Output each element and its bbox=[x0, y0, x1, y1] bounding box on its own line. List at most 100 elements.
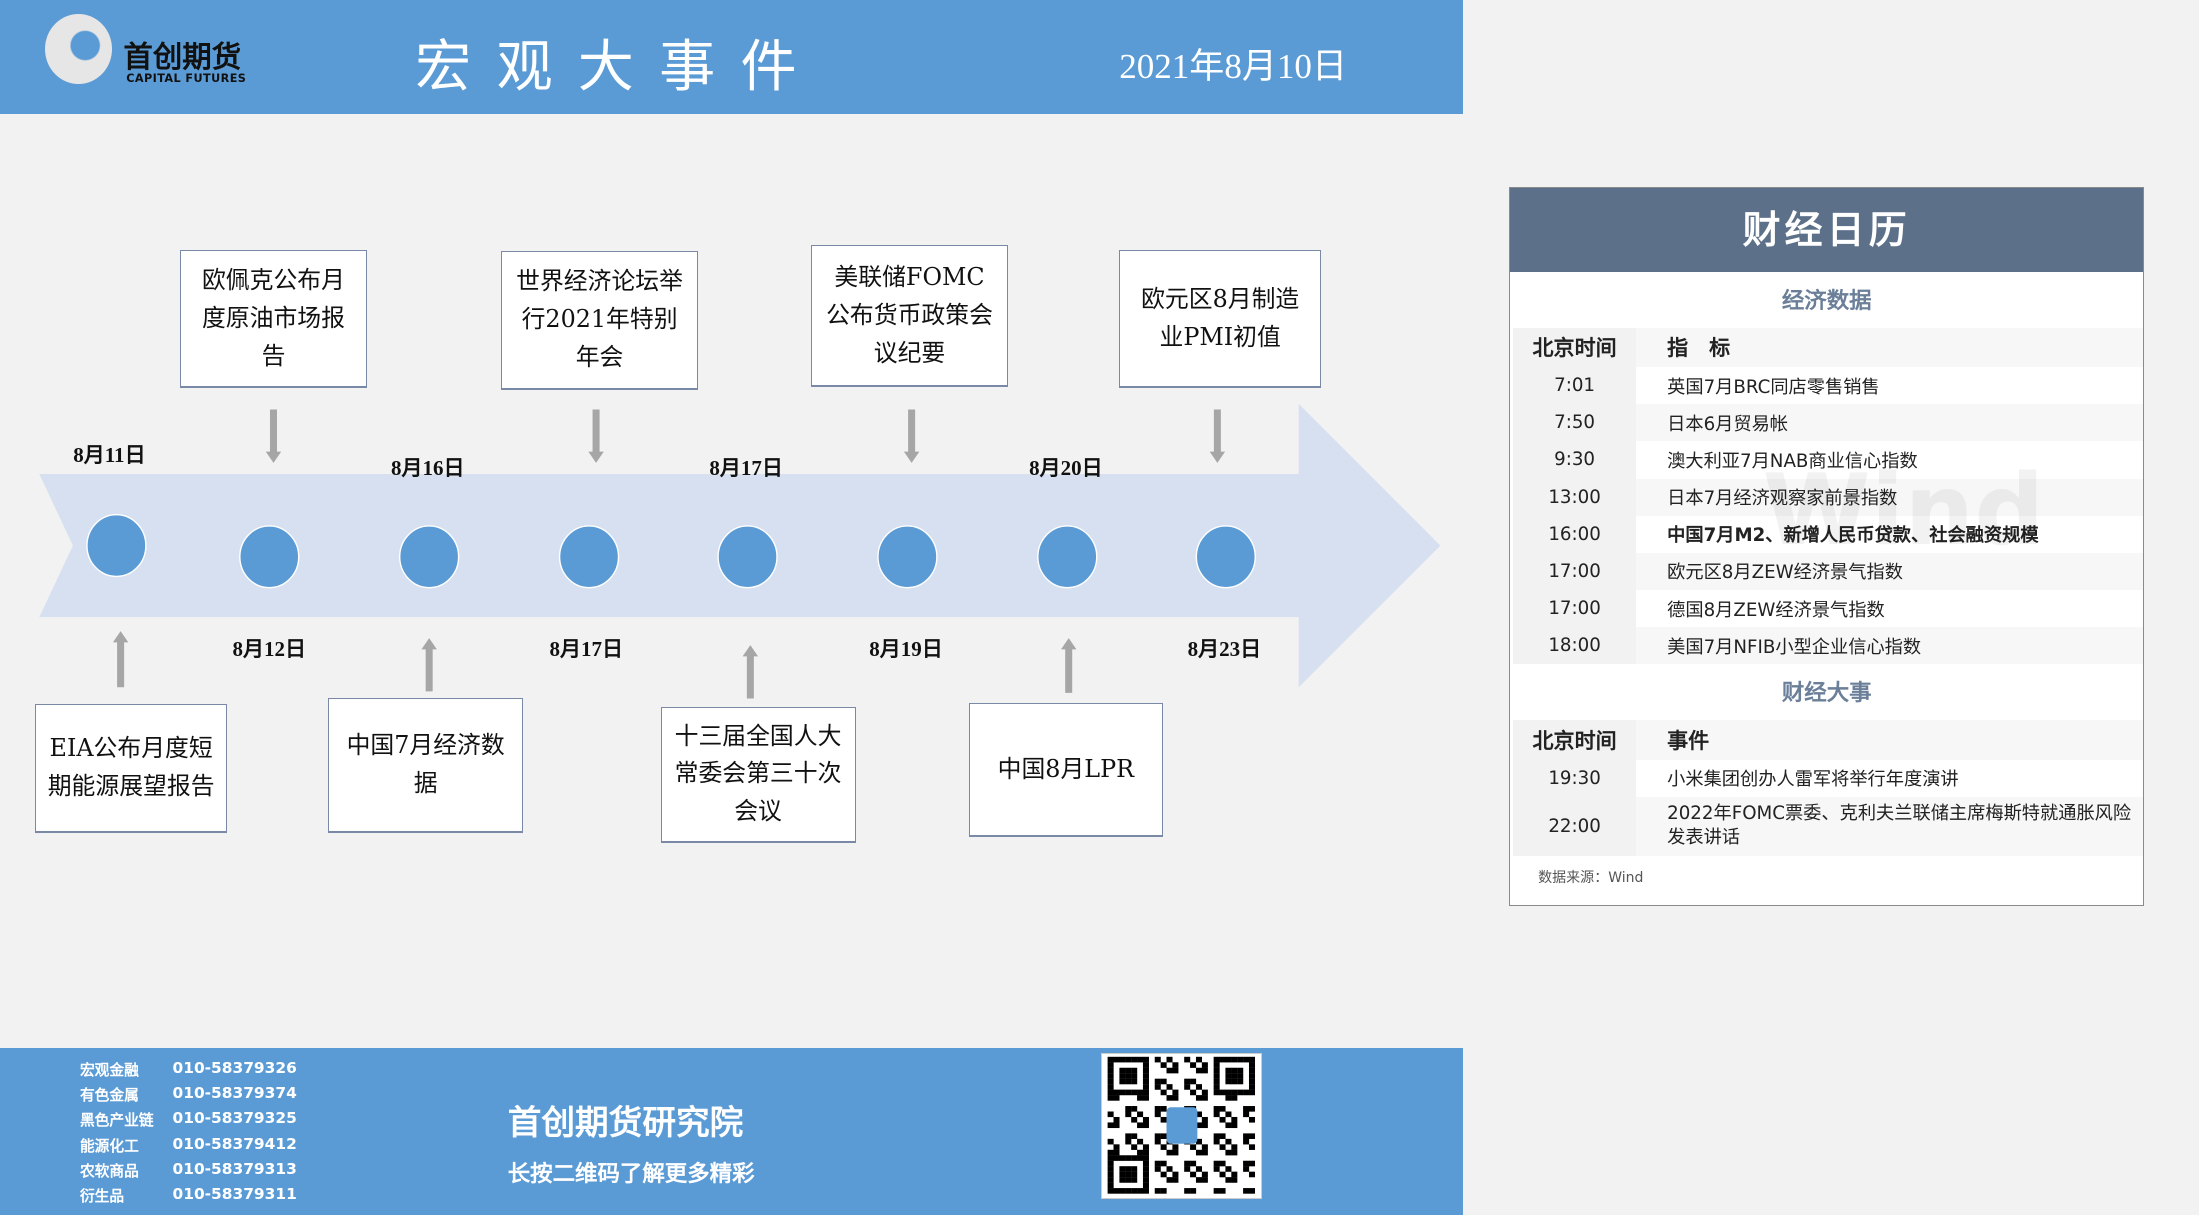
timeline-date-label: 8月11日 bbox=[73, 442, 146, 467]
dept-name: 黑色产业链 bbox=[79, 1112, 154, 1130]
timeline bbox=[39, 403, 1441, 699]
event-box: 十三届全国人大常委会第三十次会议 bbox=[660, 706, 856, 843]
row-item: 德国8月ZEW经济景气指数 bbox=[1667, 599, 1885, 621]
timeline-dot bbox=[877, 525, 938, 589]
arrow-down-icon bbox=[903, 409, 920, 463]
timeline-dot bbox=[239, 525, 300, 589]
contact-line: 黑色产业链 010-58379325 bbox=[79, 1109, 297, 1130]
event-box: 欧元区8月制造业PMI初值 bbox=[1119, 249, 1322, 389]
econ-header-row: 北京时间 指 标 bbox=[1510, 327, 2144, 368]
dept-phone: 010-58379313 bbox=[172, 1159, 297, 1178]
arrow-down-icon bbox=[265, 409, 282, 463]
arrow-up-icon bbox=[421, 638, 437, 692]
dept-phone: 010-58379374 bbox=[172, 1084, 297, 1103]
contact-line: 宏观金融 010-58379326 bbox=[79, 1059, 297, 1080]
timeline-dot bbox=[1195, 525, 1256, 589]
timeline-date-label: 8月17日 bbox=[549, 636, 624, 661]
dept-phone: 010-58379326 bbox=[172, 1058, 297, 1077]
timeline-date-label: 8月17日 bbox=[709, 455, 783, 480]
event-box: 世界经济论坛举行2021年特别年会 bbox=[500, 251, 699, 390]
row-time: 7:01 bbox=[1512, 367, 1637, 405]
timeline-date-label: 8月16日 bbox=[390, 455, 465, 480]
timeline-dot bbox=[558, 525, 620, 589]
row-time: 13:00 bbox=[1512, 478, 1637, 516]
timeline-date-label: 8月23日 bbox=[1187, 636, 1262, 661]
contact-line: 衍生品 010-58379311 bbox=[79, 1185, 297, 1206]
dept-name: 衍生品 bbox=[79, 1188, 125, 1206]
col-time-header: 北京时间 bbox=[1512, 720, 1637, 760]
table-row: 9:30 澳大利亚7月NAB商业信心指数 bbox=[1510, 441, 2143, 479]
logo-icon bbox=[44, 14, 113, 85]
dept-name: 农软商品 bbox=[79, 1162, 139, 1180]
timeline-dot bbox=[86, 514, 147, 578]
arrow-up-icon bbox=[1060, 638, 1077, 693]
row-time: 16:00 bbox=[1512, 515, 1637, 553]
row-item: 欧元区8月ZEW经济景气指数 bbox=[1636, 552, 2144, 590]
event-box: EIA公布月度短期能源展望报告 bbox=[35, 704, 228, 834]
qr-code[interactable] bbox=[1100, 1053, 1263, 1200]
event-box: 中国7月经济数据 bbox=[328, 698, 524, 834]
arrow-down-icon bbox=[1209, 409, 1226, 463]
row-item: 2022年FOMC票委、克利夫兰联储主席梅斯特就通胀风险发表讲话 bbox=[1636, 796, 2144, 856]
footer-banner: 宏观金融 010-58379326 有色金属 010-58379374 黑色产业链 010… bbox=[0, 1047, 1463, 1215]
table-row: 17:00 德国8月ZEW经济景气指数 bbox=[1510, 589, 2143, 628]
dept-name: 有色金属 bbox=[79, 1087, 139, 1105]
events-section-title: 财经大事 bbox=[1781, 680, 1872, 707]
logo-subtext: CAPITAL FUTURES bbox=[126, 71, 247, 85]
page-title: 宏观大事件 bbox=[415, 35, 822, 101]
row-time: 7:50 bbox=[1512, 404, 1637, 442]
dept-name: 宏观金融 bbox=[79, 1061, 139, 1079]
dept-name: 能源化工 bbox=[79, 1137, 139, 1155]
timeline-date-label: 8月20日 bbox=[1029, 455, 1103, 480]
arrow-up-icon bbox=[112, 631, 129, 688]
timeline-dot bbox=[399, 525, 460, 589]
calendar-title: 财经日历 bbox=[1510, 187, 2144, 272]
timeline-date-label: 8月12日 bbox=[232, 636, 307, 661]
watermark: Wind bbox=[1762, 454, 2045, 568]
col-item-header: 指 标 bbox=[1636, 327, 2144, 368]
dept-phone: 010-58379412 bbox=[172, 1134, 297, 1153]
row-item: 日本7月经济观察家前景指数 bbox=[1636, 478, 2144, 516]
contact-line: 能源化工 010-58379412 bbox=[79, 1135, 297, 1156]
row-time: 22:00 bbox=[1512, 796, 1637, 856]
event-box: 欧佩克公布月度原油市场报告 bbox=[179, 249, 368, 389]
arrow-up-icon bbox=[742, 645, 759, 699]
row-time: 19:30 bbox=[1512, 759, 1637, 797]
logo-text: 首创期货 bbox=[123, 39, 242, 74]
table-row: 16:00 中国7月M2、新增人民币贷款、社会融资规模 bbox=[1510, 515, 2143, 553]
header-banner: 首创期货 CAPITAL FUTURES 宏观大事件 2021年8月10日 bbox=[0, 0, 1463, 114]
qr-slogan: 长按二维码了解更多精彩 bbox=[507, 1160, 755, 1187]
arrow-down-icon bbox=[588, 409, 604, 463]
dept-phone: 010-58379311 bbox=[172, 1185, 297, 1204]
event-box: 美联储FOMC公布货币政策会议纪要 bbox=[810, 245, 1009, 388]
row-time: 18:00 bbox=[1512, 627, 1637, 665]
row-time: 9:30 bbox=[1512, 441, 1637, 479]
row-item: 英国7月BRC同店零售销售 bbox=[1667, 376, 1880, 398]
events-header-row: 北京时间 事件 bbox=[1510, 720, 2144, 760]
qr-logo-icon bbox=[1166, 1107, 1198, 1145]
report-date: 2021年8月10日 bbox=[1119, 46, 1347, 86]
row-item: 日本6月贸易帐 bbox=[1636, 404, 2144, 442]
timeline-date-label: 8月19日 bbox=[869, 636, 943, 661]
contact-line: 农软商品 010-58379313 bbox=[79, 1160, 297, 1181]
row-time: 17:00 bbox=[1512, 552, 1637, 590]
row-time: 17:00 bbox=[1512, 589, 1637, 628]
col-event-header: 事件 bbox=[1636, 720, 2144, 760]
dept-phone: 010-58379325 bbox=[172, 1109, 297, 1128]
row-item: 澳大利亚7月NAB商业信心指数 bbox=[1667, 450, 1918, 472]
data-source: 数据来源：Wind bbox=[1538, 869, 1644, 886]
institute-name: 首创期货研究院 bbox=[507, 1103, 744, 1143]
table-row: 7:01 英国7月BRC同店零售销售 bbox=[1510, 367, 2143, 405]
row-item: 美国7月NFIB小型企业信心指数 bbox=[1636, 627, 2144, 665]
contact-line: 有色金属 010-58379374 bbox=[79, 1084, 297, 1105]
col-time-header: 北京时间 bbox=[1512, 327, 1637, 368]
row-item: 中国7月M2、新增人民币贷款、社会融资规模 bbox=[1667, 525, 2039, 547]
